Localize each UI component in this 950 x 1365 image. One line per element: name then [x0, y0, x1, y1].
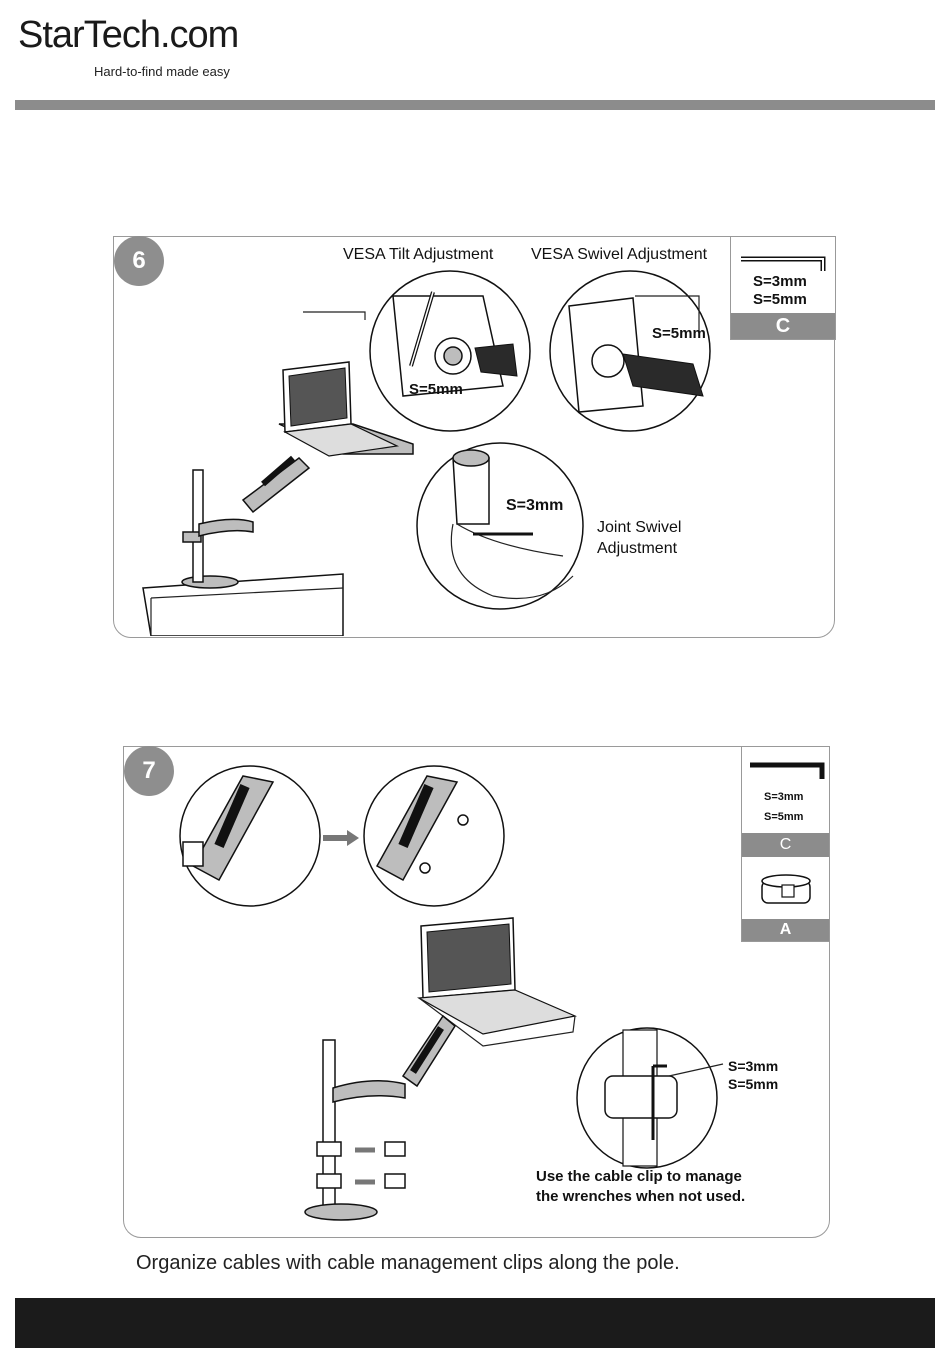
clip-note-line2: the wrenches when not used.	[536, 1188, 745, 1205]
clip-size-3mm: S=3mm	[728, 1058, 778, 1074]
monitor-arm-drawing	[305, 918, 575, 1220]
step-7-caption: Organize cables with cable management cl…	[136, 1252, 680, 1275]
step-7-illustration	[123, 746, 828, 1236]
cable-clip-before-drawing	[180, 766, 320, 906]
desk-drawing	[143, 574, 343, 636]
footer-bar	[15, 1298, 935, 1348]
joint-swivel-detail-drawing	[417, 443, 583, 609]
joint-swivel-label-line1: Joint Swivel	[597, 519, 681, 537]
joint-size-label: S=3mm	[506, 497, 563, 515]
step-6-illustration	[113, 236, 833, 636]
logo-tagline: Hard-to-find made easy	[94, 64, 230, 79]
arrow-right-icon	[323, 830, 359, 846]
swivel-size-label: S=5mm	[652, 325, 706, 342]
joint-swivel-label-line2: Adjustment	[597, 540, 677, 558]
startech-logo: StarTech.com	[18, 14, 238, 57]
clip-size-5mm: S=5mm	[728, 1076, 778, 1092]
vesa-swivel-detail-drawing	[550, 271, 710, 431]
vesa-tilt-detail-drawing	[370, 271, 530, 431]
tilt-size-label: S=5mm	[409, 381, 463, 398]
header-divider-bar	[15, 100, 935, 110]
cable-clip-after-drawing	[364, 766, 504, 906]
wrench-clip-detail-drawing	[577, 1028, 723, 1168]
clip-note-line1: Use the cable clip to manage	[536, 1168, 742, 1185]
